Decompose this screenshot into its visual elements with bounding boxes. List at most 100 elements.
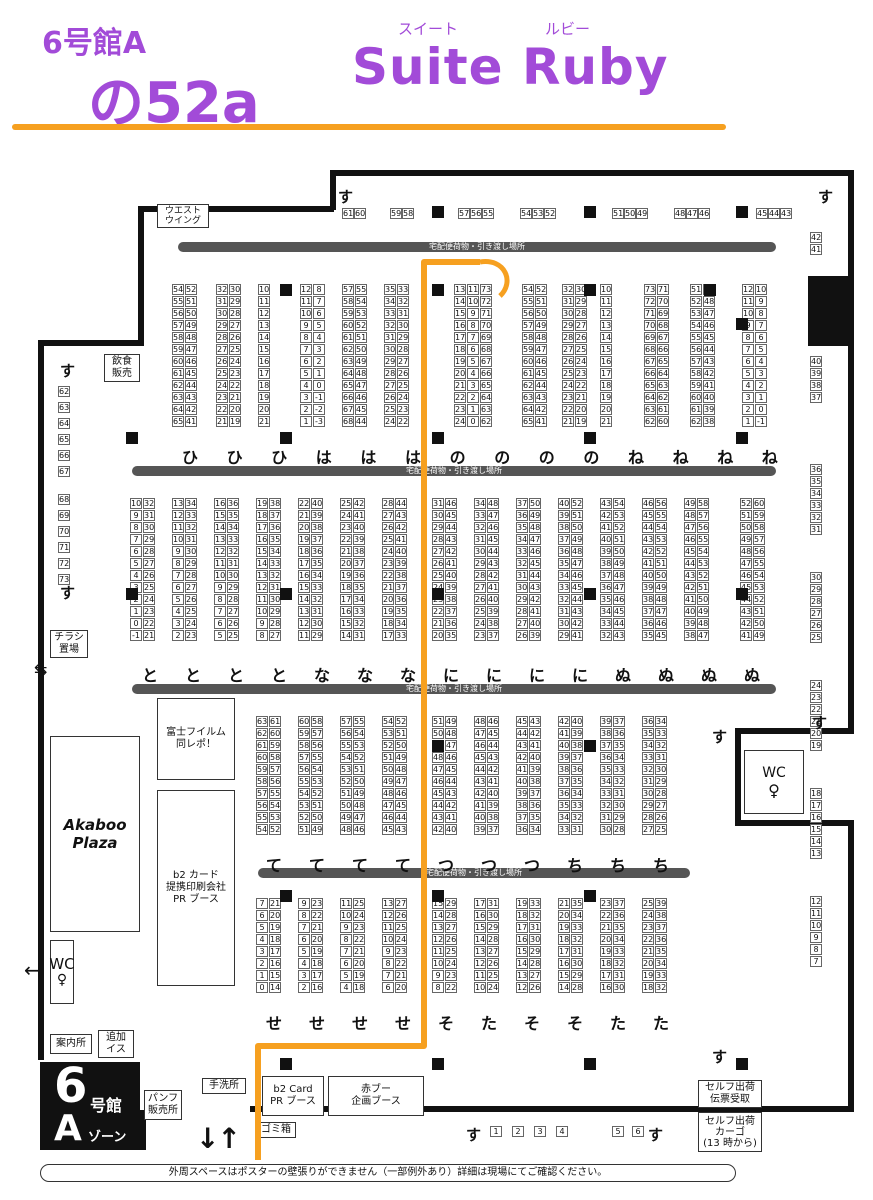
booth: 44: [445, 522, 457, 533]
booth: 15: [340, 618, 352, 629]
booth: 66: [657, 344, 669, 355]
booth: 30: [432, 510, 444, 521]
booth: 23: [575, 368, 587, 379]
booth: 62: [172, 380, 184, 391]
booth: 49: [311, 824, 323, 835]
booth: 25: [229, 344, 241, 355]
booth: 29: [185, 558, 197, 569]
booth: 40: [529, 618, 541, 629]
booth: 39: [311, 510, 323, 521]
booth: 52: [298, 812, 310, 823]
booth: 37: [445, 606, 457, 617]
booth: 10: [214, 570, 226, 581]
wash-area: 手洗所: [202, 1078, 246, 1094]
booth: 27: [216, 344, 228, 355]
booth: 41: [571, 630, 583, 641]
booth: 17: [298, 558, 310, 569]
booth: 53: [382, 728, 394, 739]
booth: 63: [480, 404, 492, 415]
booth: 30: [311, 618, 323, 629]
booth: 17: [340, 594, 352, 605]
booth: 55: [340, 740, 352, 751]
booth: 46: [355, 392, 367, 403]
booth: 45: [487, 534, 499, 545]
booth: 59: [690, 380, 702, 391]
booth: 26: [562, 356, 574, 367]
booth: 4: [172, 606, 184, 617]
booth: 43: [600, 498, 612, 509]
booth: 12: [172, 510, 184, 521]
booth: 6: [755, 332, 767, 343]
wc-right: WC♀: [744, 750, 804, 814]
booth: 20: [454, 368, 466, 379]
booth: 20: [432, 630, 444, 641]
booth: 41: [395, 534, 407, 545]
booth: 27: [227, 606, 239, 617]
booth: 44: [529, 570, 541, 581]
booth: 2: [755, 380, 767, 391]
booth: 41: [353, 510, 365, 521]
booth: 18: [454, 344, 466, 355]
booth: 56: [753, 546, 765, 557]
ruby-ruby: ルビー: [545, 20, 591, 38]
booth: 24: [340, 510, 352, 521]
booth: 39: [558, 752, 570, 763]
booth: 21: [340, 546, 352, 557]
booth: 7: [755, 320, 767, 331]
booth: -1: [313, 392, 325, 403]
booth: 20: [258, 404, 270, 415]
wc-left-text: WC: [49, 955, 75, 973]
booth: 36: [445, 618, 457, 629]
booth: 1: [130, 606, 142, 617]
booth: 20: [229, 404, 241, 415]
booth: 39: [487, 606, 499, 617]
booth: 7: [467, 332, 479, 343]
booth: 4: [742, 380, 754, 391]
booth: 16: [454, 320, 466, 331]
booth: 66: [480, 368, 492, 379]
booth: 11: [600, 296, 612, 307]
booth: 14: [454, 296, 466, 307]
booth: 52: [697, 570, 709, 581]
booth: 16: [298, 570, 310, 581]
booth: 16: [340, 606, 352, 617]
booth: 62: [657, 392, 669, 403]
flyer-area-label: チラシ 置場: [50, 630, 88, 658]
booth: 48: [697, 618, 709, 629]
booth: 31: [384, 332, 396, 343]
booth: 45: [382, 824, 394, 835]
booth: 46: [474, 740, 486, 751]
booth: 12: [298, 618, 310, 629]
booth: 43: [395, 510, 407, 521]
booth: 6: [313, 308, 325, 319]
booth: 44: [395, 498, 407, 509]
booth: 48: [382, 788, 394, 799]
booth: 30: [562, 308, 574, 319]
booth: 46: [487, 716, 499, 727]
booth: 55: [298, 776, 310, 787]
booth: 38: [445, 594, 457, 605]
wc-right-text: WC: [762, 765, 786, 781]
booth: 18: [298, 546, 310, 557]
booth: 62: [480, 416, 492, 427]
booth: 44: [535, 380, 547, 391]
booth: 24: [474, 618, 486, 629]
booth: 10: [742, 308, 754, 319]
booth: 54: [697, 546, 709, 557]
booth: 52: [613, 522, 625, 533]
booth: 53: [298, 800, 310, 811]
booth: 24: [216, 380, 228, 391]
booth: 49: [684, 498, 696, 509]
delivery-bar-3: 宅配便荷物・引き渡し場所: [132, 684, 776, 694]
booth: 4: [467, 368, 479, 379]
booth: 30: [229, 284, 241, 295]
booth: 10: [172, 534, 184, 545]
booth: 7: [742, 344, 754, 355]
booth: 34: [529, 824, 541, 835]
booth: 1: [742, 416, 754, 427]
booth: 37: [269, 510, 281, 521]
booth: 26: [382, 522, 394, 533]
booth: 43: [445, 534, 457, 545]
booth: 43: [535, 392, 547, 403]
booth: 51: [311, 800, 323, 811]
